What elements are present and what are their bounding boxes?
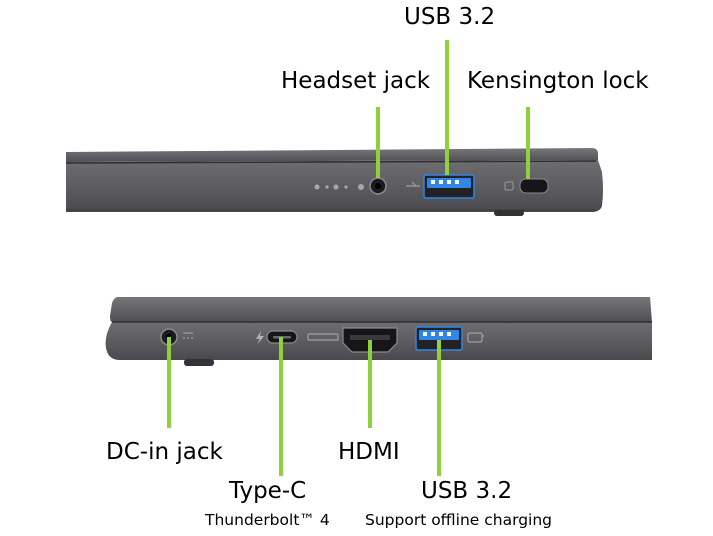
callout-lines [167,40,530,476]
status-led-icons [314,184,364,190]
label-thunderbolt: Thunderbolt™ 4 [205,511,330,529]
usb-charging-icon [467,332,484,343]
dc-symbol-icon [183,332,193,339]
hdmi-logo-icon [307,333,339,341]
label-offline-charging: Support offline charging [365,511,553,529]
label-kensington-lock: Kensington lock [467,68,649,94]
label-type-c: Type-C [229,478,307,504]
label-usb-bottom: USB 3.2 [421,478,513,504]
laptop-right-side-view [65,148,603,216]
label-dc-in-jack: DC-in jack [106,439,223,465]
lock-icon [504,181,514,191]
label-headset-jack: Headset jack [281,68,431,94]
usb-symbol-icon [406,181,420,187]
label-usb-top: USB 3.2 [404,4,496,30]
bottom-lid [110,297,652,322]
top-lid [66,148,598,162]
kensington-lock-slot [519,178,549,194]
label-hdmi: HDMI [338,439,400,465]
bottom-foot [184,359,214,366]
thunderbolt-icon [256,331,264,345]
laptop-left-side-view [105,297,653,366]
top-foot [494,210,524,216]
